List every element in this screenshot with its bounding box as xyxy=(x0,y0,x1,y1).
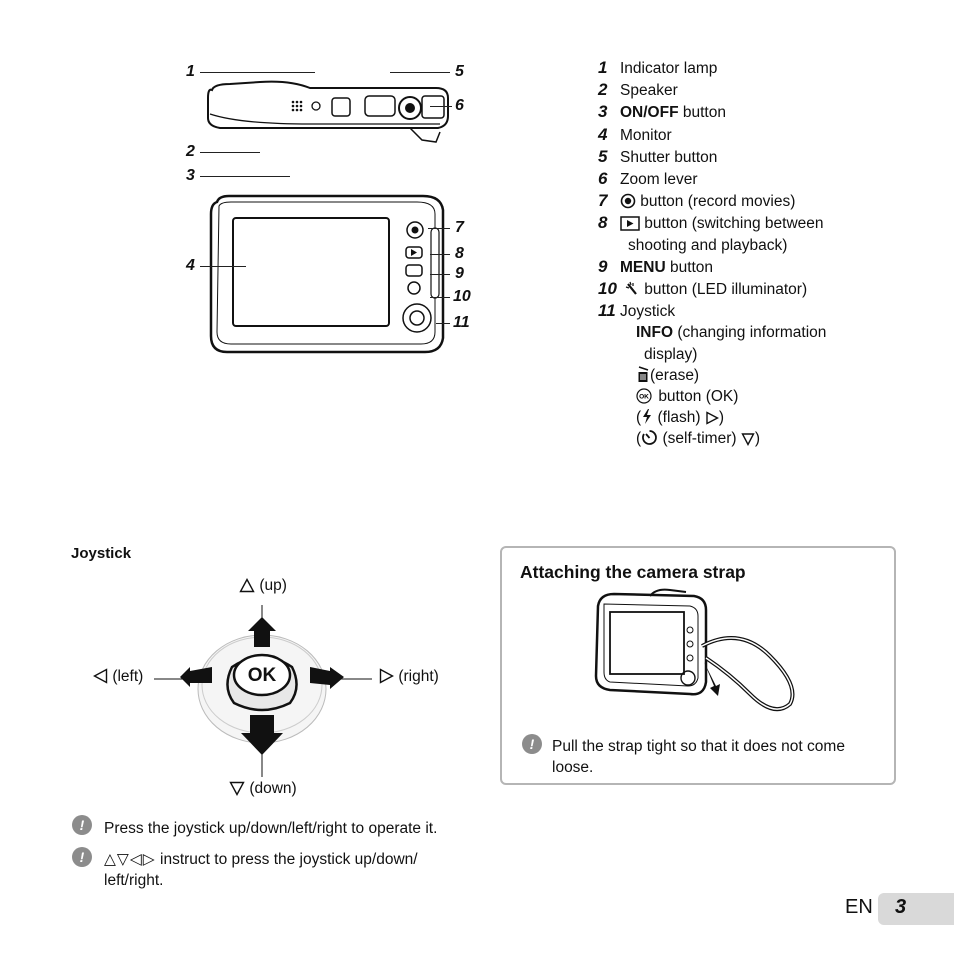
legend-item-continued: shooting and playback) xyxy=(628,236,788,254)
leader-line-4 xyxy=(200,266,246,267)
camera-top-view xyxy=(207,80,449,143)
up-triangle-icon xyxy=(239,578,255,593)
right-arrow-icon xyxy=(310,667,344,689)
ok-label: OK xyxy=(248,665,277,686)
leader-line-5 xyxy=(390,72,450,73)
joystick-sub-erase: (erase) xyxy=(598,365,898,386)
leader-line-8 xyxy=(430,254,450,255)
camera-strap-illustration xyxy=(594,588,795,712)
leader-line-6 xyxy=(430,106,452,107)
leader-line-2 xyxy=(200,152,260,153)
legend-item: 8 button (switching between xyxy=(598,213,824,233)
joystick-sub-flash: ( (flash) ) xyxy=(636,409,725,427)
strap-note: Pull the strap tight so that it does not… xyxy=(552,738,845,776)
page-number: 3 xyxy=(895,896,907,918)
strap-box-title: Attaching the camera strap xyxy=(520,562,746,582)
joystick-sub-ok: OK button (OK) xyxy=(598,386,898,407)
left-arrow-icon xyxy=(180,667,212,687)
ok-button-icon: OK xyxy=(636,388,652,404)
leader-line-9 xyxy=(430,274,450,275)
page-language: EN xyxy=(845,896,873,918)
caution-icon: ! xyxy=(72,815,92,835)
down-arrow-icon xyxy=(741,433,755,447)
callout-11: 11 xyxy=(453,314,470,331)
legend-item: 10 button (LED illuminator) xyxy=(598,279,808,299)
playback-icon xyxy=(620,216,640,232)
callout-2: 2 xyxy=(186,143,195,160)
caution-icon: ! xyxy=(72,847,92,867)
joystick-diagram: OK xyxy=(154,605,372,777)
joystick-sub-timer: ( (self-timer) ) xyxy=(636,430,761,448)
callout-10: 10 xyxy=(453,288,471,305)
left-triangle-icon xyxy=(93,668,108,684)
down-triangle-icon xyxy=(229,781,245,796)
led-illuminator-icon xyxy=(625,281,637,295)
speaker-grille-icon xyxy=(291,100,303,112)
record-movie-icon xyxy=(620,193,636,209)
flash-icon xyxy=(643,409,652,425)
leader-line-11 xyxy=(436,323,450,324)
callout-4: 4 xyxy=(186,257,195,274)
self-timer-icon xyxy=(642,430,658,446)
joystick-note-2: △▽◁▷ instruct to press the joystick up/d… xyxy=(104,850,418,889)
callout-8: 8 xyxy=(455,245,464,262)
svg-text:OK: OK xyxy=(639,394,649,401)
direction-down: (down) xyxy=(229,780,297,798)
direction-right: (right) xyxy=(379,668,439,686)
leader-line-3 xyxy=(200,176,290,177)
callout-3: 3 xyxy=(186,167,195,184)
monitor-screen xyxy=(232,217,390,327)
up-arrow-icon xyxy=(248,617,276,647)
joystick-note-1: Press the joystick up/down/left/right to… xyxy=(104,820,438,837)
legend-item: 7 button (record movies) xyxy=(598,191,796,211)
direction-glyphs: △▽◁▷ xyxy=(104,850,156,868)
right-arrow-icon xyxy=(706,411,719,425)
direction-up: (up) xyxy=(239,577,287,595)
callout-1: 1 xyxy=(186,63,195,80)
right-triangle-icon xyxy=(379,668,394,684)
direction-left: (left) xyxy=(93,668,143,686)
joystick-sub-info: INFO (changing information xyxy=(636,324,827,342)
callout-7: 7 xyxy=(455,219,464,236)
page-number-tab xyxy=(878,893,954,925)
callout-6: 6 xyxy=(455,97,464,114)
camera-strap-box: Attaching the camera strap ! Pull the st… xyxy=(500,546,896,785)
leader-line-10 xyxy=(430,297,450,298)
joystick-sub-info-continued: display) xyxy=(644,345,698,363)
camera-back-view xyxy=(209,194,445,354)
callout-5: 5 xyxy=(455,63,464,80)
trash-icon xyxy=(638,366,649,382)
leader-line-1 xyxy=(200,72,315,73)
down-arrow-icon xyxy=(241,715,283,755)
joystick-section-title: Joystick xyxy=(71,545,132,562)
caution-icon: ! xyxy=(522,734,542,754)
callout-9: 9 xyxy=(455,265,464,282)
leader-line-7 xyxy=(428,228,450,229)
